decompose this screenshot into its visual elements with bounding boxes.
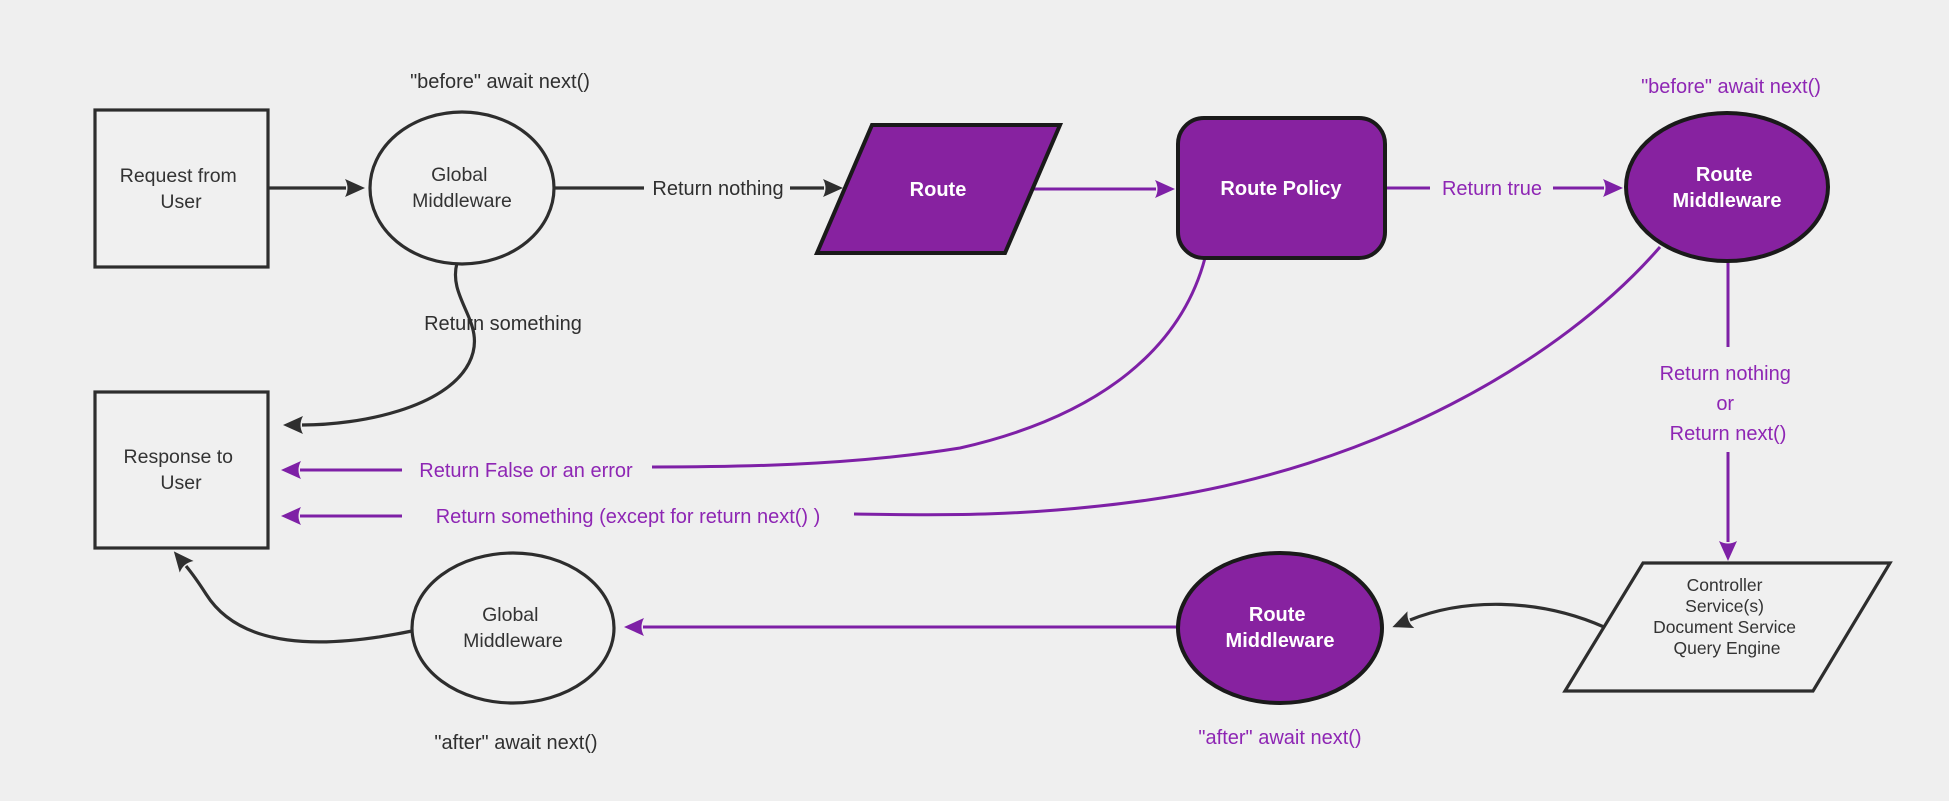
edge-route-middleware-to-return-something-except-label bbox=[853, 246, 1662, 517]
label-return-nothing-or-next: Return nothing or Return next() bbox=[1660, 363, 1797, 445]
route-node bbox=[813, 123, 1064, 255]
label-return-false-or-error: Return False or an error bbox=[419, 460, 633, 482]
edge-labels: "before" await next() Return nothing Ret… bbox=[410, 71, 1821, 754]
request-from-user-node bbox=[93, 108, 270, 269]
route-middleware-bottom-node bbox=[1176, 551, 1384, 705]
global-middleware-bottom-node bbox=[410, 551, 616, 705]
route-middleware-top-label: Route Middleware bbox=[1673, 164, 1782, 212]
label-before-await-next-route: "before" await next() bbox=[1641, 76, 1821, 98]
global-middleware-bottom-label: Global Middleware bbox=[463, 604, 563, 652]
label-return-true: Return true bbox=[1442, 178, 1542, 200]
label-return-nothing: Return nothing bbox=[652, 178, 783, 200]
label-after-await-next-route: "after" await next() bbox=[1198, 727, 1361, 749]
label-after-await-next-global: "after" await next() bbox=[434, 732, 597, 754]
route-middleware-top-node bbox=[1624, 111, 1830, 263]
request-from-user-label: Request from User bbox=[120, 165, 242, 213]
edge-controller-to-route-middleware-bottom bbox=[1392, 602, 1605, 629]
label-return-something-except: Return something (except for return next… bbox=[436, 506, 821, 528]
response-to-user-label: Response to User bbox=[124, 446, 239, 494]
controller-services-node bbox=[1562, 561, 1893, 693]
label-before-await-next-global: "before" await next() bbox=[410, 71, 590, 93]
global-middleware-top-label: Global Middleware bbox=[412, 164, 512, 212]
label-return-something: Return something bbox=[424, 313, 582, 335]
nodes: Request from User Global Middleware Rout… bbox=[93, 108, 1893, 705]
edge-global-middleware-top-to-response bbox=[283, 262, 476, 434]
route-policy-label: Route Policy bbox=[1220, 178, 1342, 200]
edges bbox=[173, 179, 1737, 644]
controller-services-label: Controller Service(s) Document Service Q… bbox=[1653, 575, 1801, 658]
edge-route-policy-to-return-false-label bbox=[651, 257, 1207, 469]
route-middleware-bottom-label: Route Middleware bbox=[1226, 604, 1335, 652]
edge-global-middleware-bottom-to-response bbox=[173, 551, 413, 644]
route-policy-node bbox=[1176, 116, 1387, 260]
route-label: Route bbox=[910, 179, 967, 201]
response-to-user-node bbox=[93, 390, 270, 550]
global-middleware-top-node bbox=[368, 110, 556, 266]
